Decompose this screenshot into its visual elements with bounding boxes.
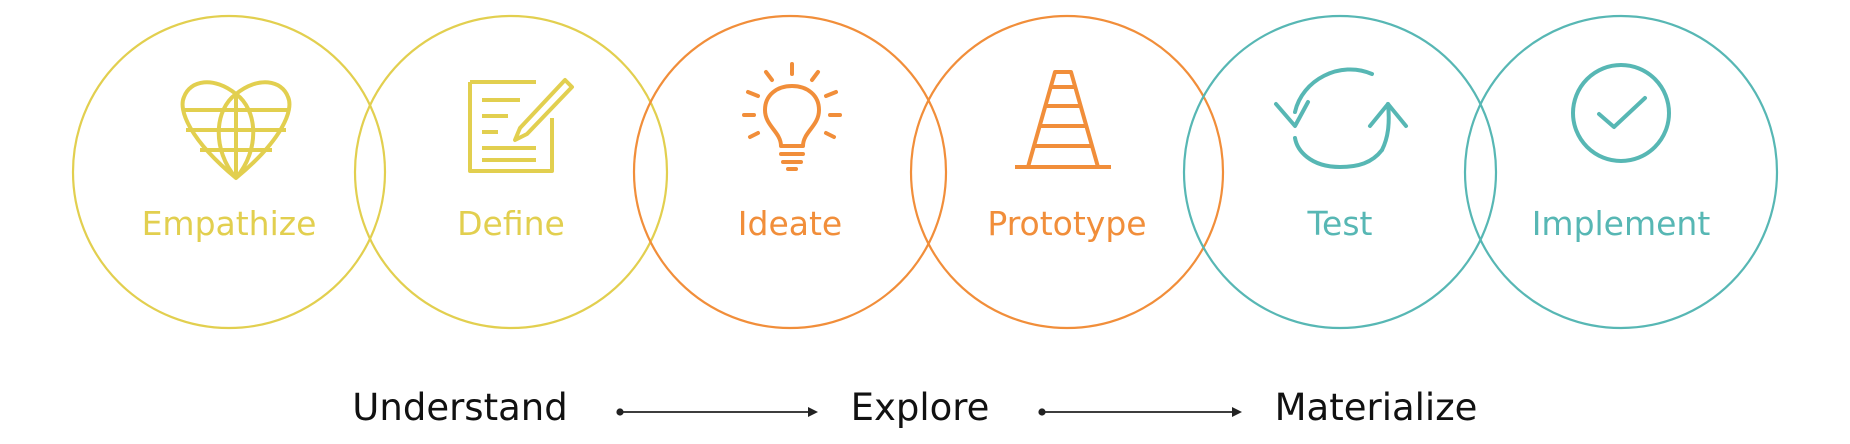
stage-circle-implement xyxy=(1463,14,1779,330)
stage-label-empathize: Empathize xyxy=(142,204,317,243)
stage-label-implement: Implement xyxy=(1532,204,1711,243)
stage-label-test: Test xyxy=(1307,204,1373,243)
stage-circle-define xyxy=(353,14,669,330)
lightbulb-icon xyxy=(742,62,842,171)
stage-label-define: Define xyxy=(457,204,565,243)
refresh-cycle-icon xyxy=(1274,67,1408,169)
stage-label-prototype: Prototype xyxy=(987,204,1146,243)
heart-globe-icon xyxy=(180,80,292,180)
phase-arrow-1 xyxy=(616,407,818,417)
stage-circle-prototype xyxy=(909,14,1225,330)
phase-label-explore: Explore xyxy=(850,386,990,429)
check-circle-icon xyxy=(1571,63,1671,163)
stage-circle-ideate xyxy=(632,14,948,330)
stage-circle-empathize xyxy=(71,14,387,330)
document-pencil-icon xyxy=(468,78,574,173)
phase-arrow-2 xyxy=(1038,407,1242,417)
phase-label-materialize: Materialize xyxy=(1274,386,1478,429)
stage-circle-test xyxy=(1182,14,1498,330)
stage-label-ideate: Ideate xyxy=(738,204,842,243)
traffic-cone-icon xyxy=(1015,70,1111,169)
phase-label-understand: Understand xyxy=(352,386,568,429)
